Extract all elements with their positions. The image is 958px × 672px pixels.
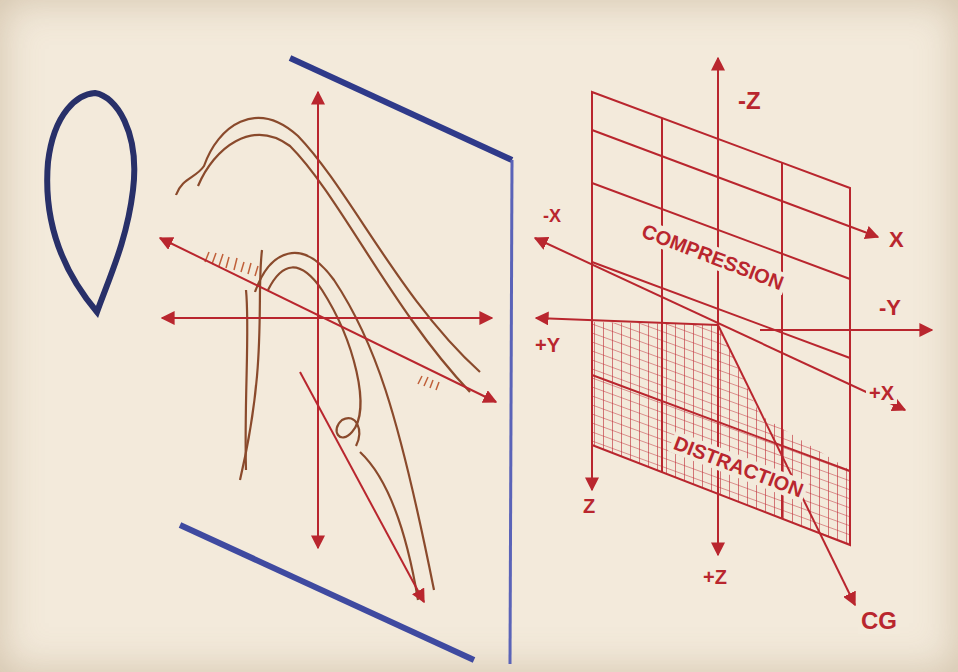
axis-label: +X	[866, 382, 897, 404]
axis-label: -X	[540, 206, 564, 226]
axis-label: +Y	[532, 334, 563, 356]
axis-label: -Z	[735, 88, 764, 114]
axis-label: COMPRESSION	[636, 219, 790, 295]
axis-label: -Y	[876, 296, 904, 320]
axis-label: Z	[580, 495, 598, 517]
axis-label: +Z	[700, 566, 730, 588]
axis-label: CG	[858, 608, 900, 634]
axis-label: X	[886, 228, 907, 252]
